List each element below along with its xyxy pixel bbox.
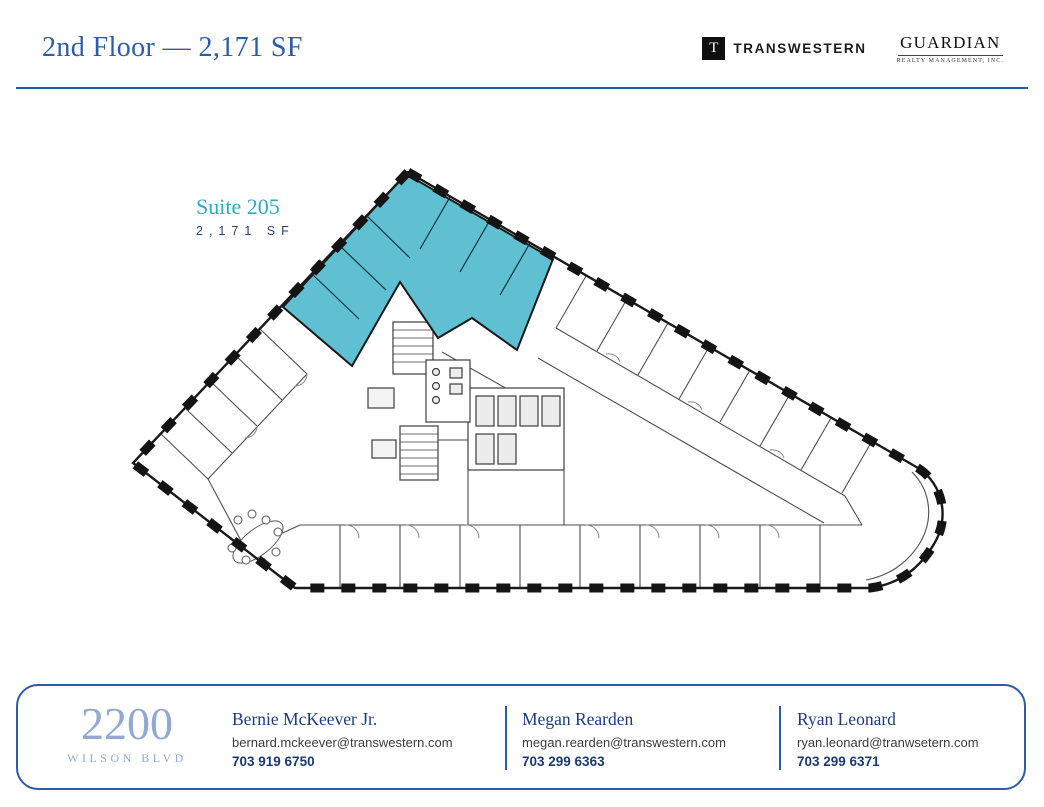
building-number: 2200 (81, 698, 173, 749)
guardian-rule (897, 55, 1003, 56)
guardian-wordmark: GUARDIAN (900, 33, 1001, 52)
restrooms (425, 359, 471, 423)
transwestern-t-icon: T (702, 37, 726, 60)
suite-205-partitions (311, 196, 531, 320)
header-divider (16, 87, 1028, 89)
contact-name: Megan Rearden (522, 709, 634, 729)
floorplan: Suite 205 2,171 SF (0, 140, 1044, 700)
contact-email: ryan.leonard@tranwsetern.com (797, 735, 979, 750)
contact-card: Megan Rearden megan.rearden@transwestern… (522, 709, 726, 769)
contact-email: megan.rearden@transwestern.com (522, 735, 726, 750)
stairs (392, 321, 439, 481)
contact-phone: 703 299 6363 (522, 754, 605, 769)
contact-name: Bernie McKeever Jr. (232, 709, 378, 729)
transwestern-logo: T TRANSWESTERN (702, 37, 866, 60)
footer-divider (779, 706, 781, 770)
contact-phone: 703 299 6371 (797, 754, 880, 769)
guardian-logo: GUARDIAN REALTY MANAGEMENT, INC. (897, 33, 1004, 64)
contact-card: Bernie McKeever Jr. bernard.mckeever@tra… (232, 709, 453, 769)
logo-group: T TRANSWESTERN GUARDIAN REALTY MANAGEMEN… (702, 33, 1004, 64)
suite-label: Suite 205 2,171 SF (196, 194, 295, 238)
building-street: WILSON BLVD (67, 751, 187, 765)
building-core (367, 321, 565, 481)
guardian-subtitle: REALTY MANAGEMENT, INC. (896, 58, 1004, 64)
contact-phone: 703 919 6750 (232, 754, 315, 769)
footer-card: 2200 WILSON BLVD Bernie McKeever Jr. ber… (16, 684, 1026, 790)
contact-card: Ryan Leonard ryan.leonard@tranwsetern.co… (797, 709, 979, 769)
suite-area: 2,171 SF (196, 224, 295, 238)
transwestern-wordmark: TRANSWESTERN (733, 41, 867, 56)
contact-email: bernard.mckeever@transwestern.com (232, 735, 453, 750)
door-arcs (244, 353, 785, 539)
floorplan-drawing (126, 166, 947, 593)
building-window-columns (126, 166, 947, 593)
footer-divider (505, 706, 507, 770)
suite-name: Suite 205 (196, 194, 280, 219)
contact-name: Ryan Leonard (797, 709, 896, 729)
interior-walls (160, 275, 930, 588)
page-title: 2nd Floor — 2,171 SF (42, 32, 303, 63)
suite-205-region (281, 172, 555, 368)
building-address: 2200 WILSON BLVD (42, 701, 212, 766)
